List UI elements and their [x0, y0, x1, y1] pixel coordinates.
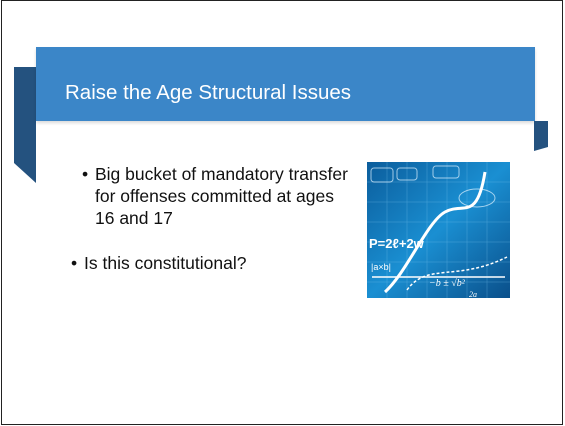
- bullet-icon: •: [71, 253, 78, 273]
- math-formulas-image: P=2ℓ+2w |a×b| −b ± √b² 2a: [367, 162, 510, 298]
- bullet-text: Is this constitutional?: [84, 253, 247, 273]
- bullet-text: Big bucket of mandatory transfer for off…: [95, 164, 348, 228]
- banner-left-fold: [14, 67, 36, 183]
- abs-formula-text: |a×b|: [371, 262, 391, 272]
- bullet-list: • Big bucket of mandatory transfer for o…: [71, 163, 352, 274]
- denominator-text: 2a: [469, 290, 477, 298]
- slide-title: Raise the Age Structural Issues: [65, 81, 352, 104]
- formula-text: P=2ℓ+2w: [369, 236, 425, 251]
- quadratic-formula-text: −b ± √b²: [429, 278, 466, 289]
- banner-right-fold: [534, 121, 548, 151]
- title-banner: [36, 47, 535, 121]
- bullet-item: • Big bucket of mandatory transfer for o…: [82, 163, 352, 229]
- bullet-item: • Is this constitutional?: [71, 252, 352, 274]
- bullet-icon: •: [82, 164, 89, 184]
